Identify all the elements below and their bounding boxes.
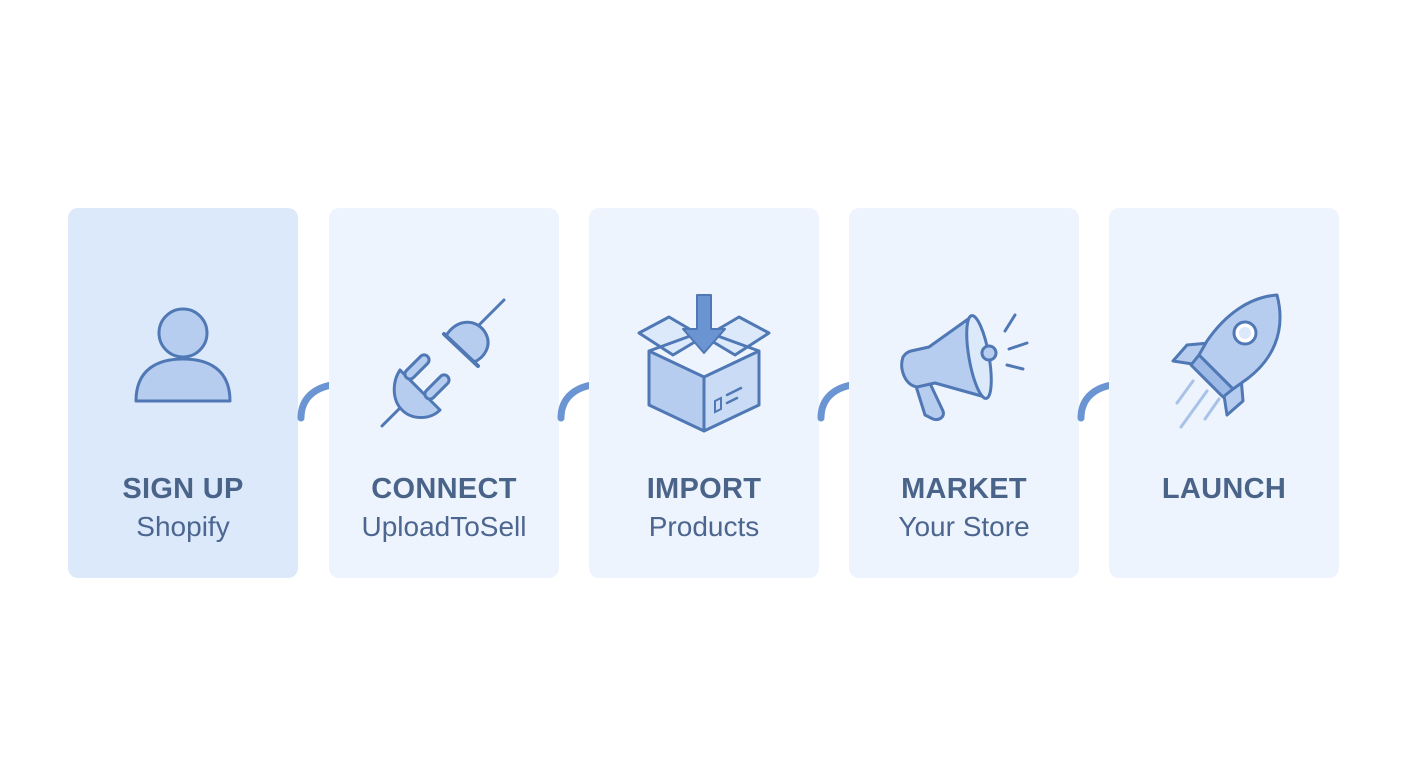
step-card-sign-up: SIGN UP Shopify [68, 208, 298, 578]
step-subtitle: Products [648, 511, 760, 542]
user-icon [128, 301, 238, 411]
step-card-market: MARKET Your Store [849, 208, 1079, 578]
step-subtitle: Your Store [898, 511, 1030, 542]
step-title: SIGN UP [122, 473, 244, 505]
step-title: IMPORT [646, 473, 762, 505]
step-title: CONNECT [371, 473, 517, 505]
step-card-connect: CONNECT UploadToSell [329, 208, 559, 578]
megaphone-icon [889, 301, 1039, 431]
step-subtitle: Shopify [136, 511, 230, 542]
box-icon [629, 289, 779, 439]
step-card-import: IMPORT Products [589, 208, 819, 578]
step-subtitle: UploadToSell [361, 511, 527, 542]
plug-icon [374, 294, 514, 434]
step-card-launch: LAUNCH [1109, 208, 1339, 578]
step-title: LAUNCH [1161, 473, 1287, 505]
rocket-icon [1149, 291, 1299, 441]
step-title: MARKET [901, 473, 1027, 505]
